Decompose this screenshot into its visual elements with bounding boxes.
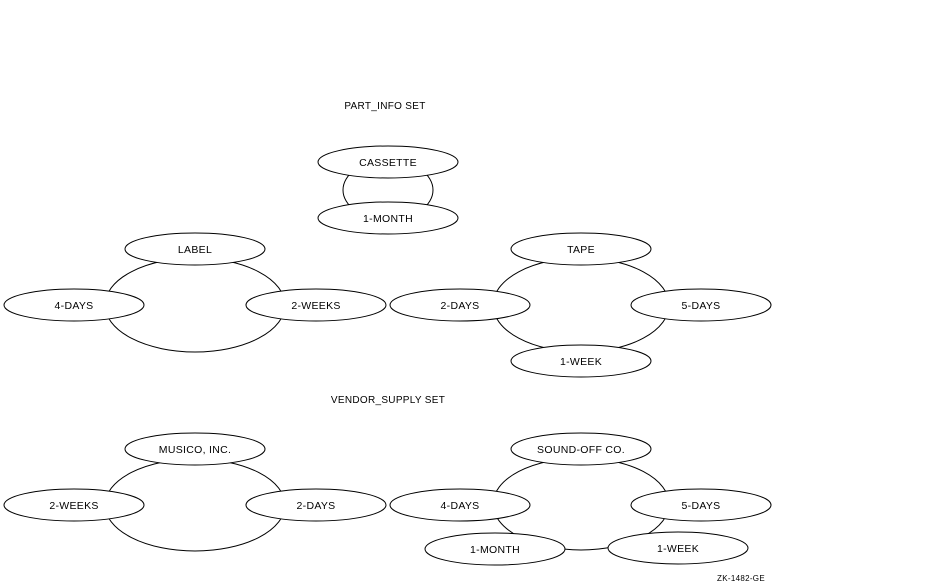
vendor-supply-set-title: VENDOR_SUPPLY SET — [331, 395, 445, 406]
figure-id: ZK-1482-GE — [717, 574, 765, 583]
musico-member-label-2: 2-DAYS — [297, 500, 336, 512]
label-member-node-1: 4-DAYS — [3, 288, 145, 322]
musico-member-label-1: 2-WEEKS — [49, 500, 98, 512]
tape-owner-node: TAPE — [510, 232, 652, 266]
cassette-set-occurrence: CASSETTE 1-MONTH — [317, 145, 459, 235]
musico-set-occurrence: MUSICO, INC. 2-WEEKS 2-DAYS — [3, 432, 387, 552]
cassette-member-node-1: 1-MONTH — [317, 201, 459, 235]
tape-member-node-1: 2-DAYS — [389, 288, 531, 322]
label-set-occurrence: LABEL 4-DAYS 2-WEEKS — [3, 232, 387, 353]
musico-member-node-2: 2-DAYS — [245, 488, 387, 522]
tape-member-node-3: 1-WEEK — [510, 344, 652, 378]
soundoff-member-node-1: 4-DAYS — [389, 488, 531, 522]
musico-owner-label: MUSICO, INC. — [159, 444, 231, 456]
tape-member-label-3: 1-WEEK — [560, 356, 602, 368]
soundoff-member-node-4: 1-WEEK — [607, 531, 749, 565]
label-owner-label: LABEL — [178, 244, 212, 256]
soundoff-member-node-2: 5-DAYS — [630, 488, 772, 522]
musico-member-node-1: 2-WEEKS — [3, 488, 145, 522]
soundoff-member-label-2: 5-DAYS — [682, 500, 721, 512]
part-info-set-title: PART_INFO SET — [344, 101, 425, 112]
tape-member-label-1: 2-DAYS — [441, 300, 480, 312]
soundoff-owner-label: SOUND-OFF CO. — [537, 444, 625, 456]
tape-member-label-2: 5-DAYS — [682, 300, 721, 312]
musico-owner-node: MUSICO, INC. — [124, 432, 266, 466]
soundoff-member-node-3: 1-MONTH — [424, 532, 566, 566]
label-member-label-2: 2-WEEKS — [291, 300, 340, 312]
soundoff-owner-node: SOUND-OFF CO. — [510, 432, 652, 466]
cassette-owner-node: CASSETTE — [317, 145, 459, 179]
tape-set-occurrence: TAPE 2-DAYS 5-DAYS 1-WEEK — [389, 232, 772, 378]
soundoff-set-occurrence: SOUND-OFF CO. 4-DAYS 5-DAYS 1-MONTH 1-WE… — [389, 432, 772, 566]
soundoff-member-label-4: 1-WEEK — [657, 543, 699, 555]
cassette-member-label-1: 1-MONTH — [363, 213, 413, 225]
soundoff-member-label-3: 1-MONTH — [470, 544, 520, 556]
label-owner-node: LABEL — [124, 232, 266, 266]
soundoff-member-label-1: 4-DAYS — [441, 500, 480, 512]
tape-member-node-2: 5-DAYS — [630, 288, 772, 322]
tape-owner-label: TAPE — [567, 244, 595, 256]
cassette-owner-label: CASSETTE — [359, 157, 417, 169]
label-member-node-2: 2-WEEKS — [245, 288, 387, 322]
label-member-label-1: 4-DAYS — [55, 300, 94, 312]
